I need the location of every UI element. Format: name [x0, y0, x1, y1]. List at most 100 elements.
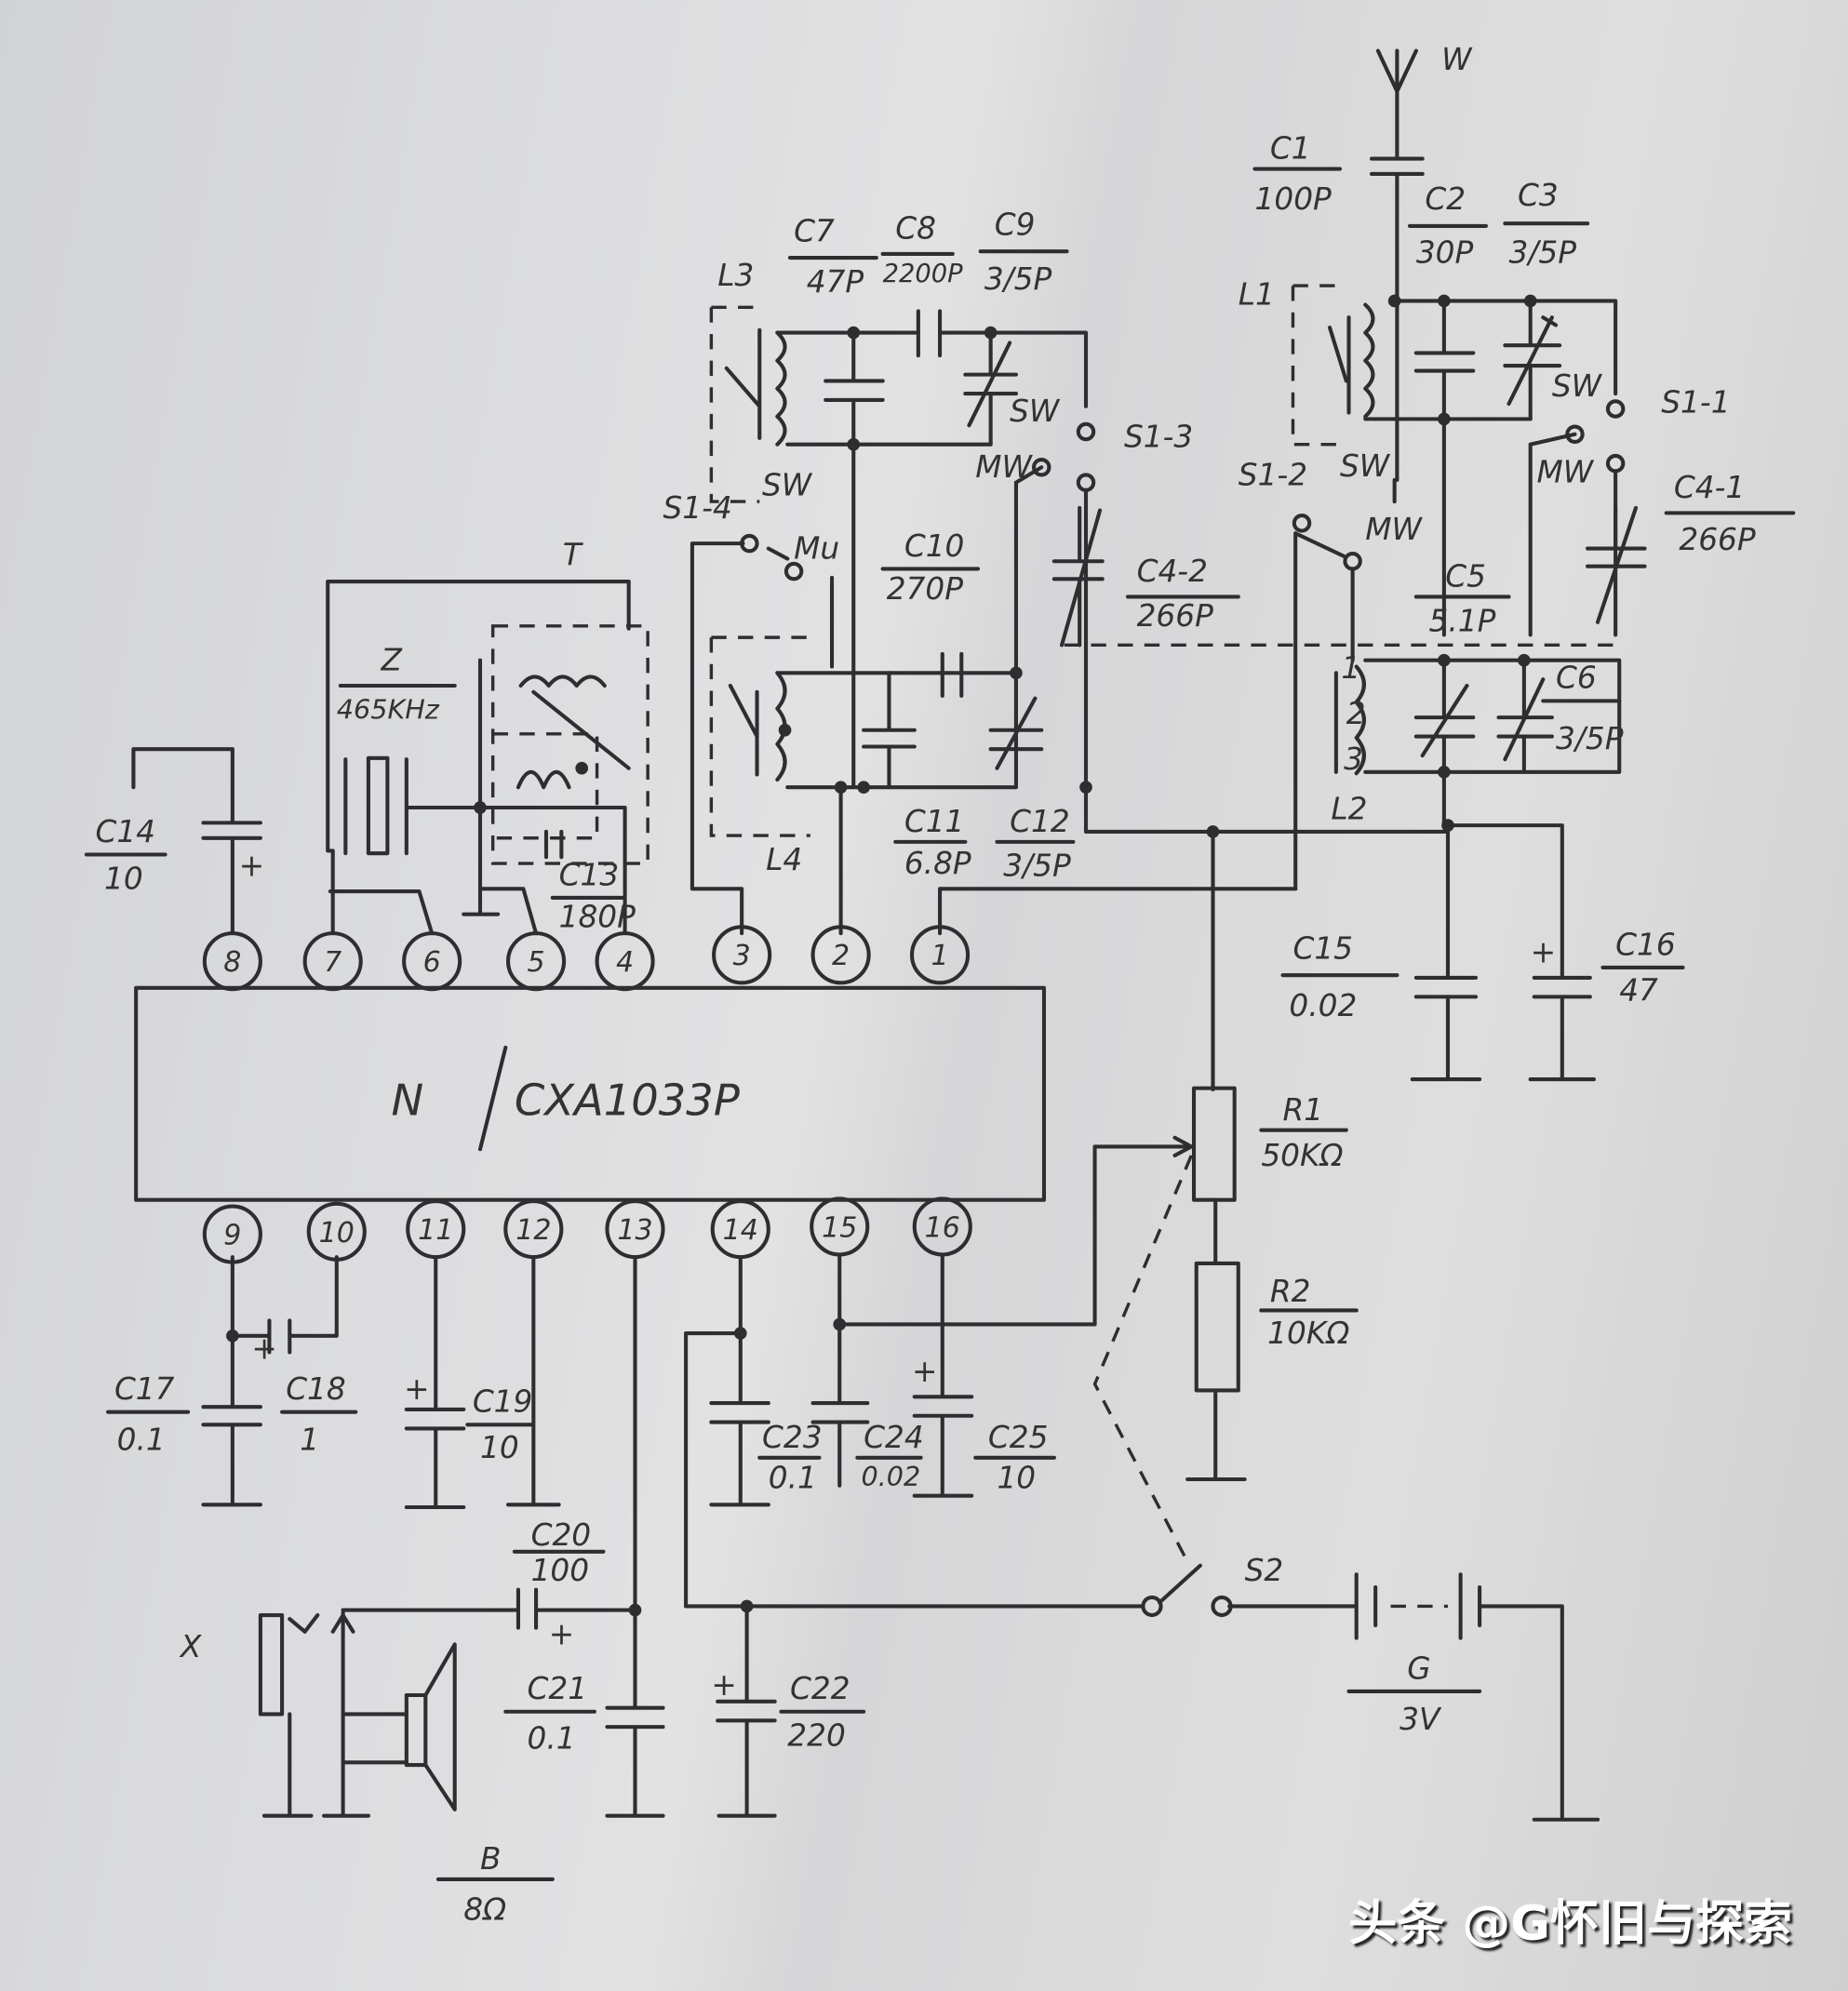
c12-name: C12	[1010, 804, 1070, 839]
c15-name: C15	[1292, 930, 1353, 966]
c8-name: C8	[895, 211, 936, 247]
ic-part: CXA1033P	[515, 1075, 740, 1125]
c1-value: 100P	[1255, 181, 1332, 217]
pin-12: 12	[516, 1214, 551, 1247]
tap-3: 3	[1344, 742, 1363, 777]
l3-label: L3	[717, 258, 754, 293]
mw-label-s1-4: Mu	[794, 531, 839, 567]
c3-name: C3	[1518, 178, 1559, 213]
mw-label-s1-1: MW	[1537, 455, 1595, 490]
c16-plus: +	[1531, 935, 1556, 970]
z-value: 465KHz	[337, 693, 440, 725]
junction-dots	[226, 294, 1537, 1617]
pin-4: 4	[616, 946, 634, 979]
c3-value: 3/5P	[1508, 235, 1576, 271]
c22-value: 220	[787, 1718, 846, 1754]
c19-plus: +	[404, 1371, 429, 1407]
pin-13: 13	[617, 1214, 652, 1247]
pin-6: 6	[423, 946, 441, 979]
c18-plus: +	[251, 1330, 276, 1366]
c14-value: 10	[104, 861, 143, 896]
sw-label-s1-1: SW	[1552, 368, 1603, 404]
if-section-wiring	[131, 541, 1298, 936]
power-wiring	[684, 823, 1600, 1822]
pin-5: 5	[528, 946, 545, 979]
c10-value: 270P	[887, 571, 964, 607]
sw-label-s1-3: SW	[1010, 394, 1061, 429]
c22-plus: +	[711, 1667, 736, 1703]
c4-2-value: 266P	[1137, 598, 1214, 634]
r1-name: R1	[1283, 1092, 1324, 1128]
c21-value: 0.1	[528, 1720, 576, 1756]
pin-8: 8	[223, 946, 241, 979]
ic-ref: N	[391, 1075, 423, 1125]
l4-label: L4	[766, 842, 802, 877]
pin-15: 15	[822, 1211, 857, 1244]
c11-name: C11	[904, 804, 965, 839]
x-label: X	[179, 1629, 203, 1664]
c25-plus: +	[912, 1354, 937, 1389]
c18-value: 1	[300, 1423, 319, 1458]
c4-1-name: C4-1	[1674, 470, 1745, 505]
pin-3: 3	[733, 940, 751, 972]
c7-value: 47P	[807, 264, 864, 300]
pin-2: 2	[832, 940, 850, 972]
c4-2-name: C4-2	[1137, 554, 1208, 589]
input-tank-wiring	[1064, 156, 1647, 891]
c23-value: 0.1	[769, 1461, 817, 1496]
mw-label-s1-2: MW	[1365, 512, 1423, 547]
c9-value: 3/5P	[984, 261, 1052, 297]
tap-1: 1	[1341, 650, 1360, 686]
c9-name: C9	[995, 207, 1036, 242]
c14-name: C14	[95, 814, 155, 849]
c4-1-value: 266P	[1679, 522, 1756, 557]
pin-9: 9	[223, 1220, 241, 1252]
s1-4-label: S1-4	[663, 490, 732, 526]
s2-label: S2	[1245, 1553, 1284, 1588]
pin-1: 1	[931, 940, 949, 972]
c25-value: 10	[997, 1461, 1036, 1496]
pin-16: 16	[925, 1211, 960, 1244]
s1-3-label: S1-3	[1124, 419, 1193, 454]
c25-name: C25	[988, 1420, 1049, 1455]
antenna	[1375, 48, 1418, 161]
c2-name: C2	[1425, 181, 1466, 217]
pin-11: 11	[418, 1214, 453, 1247]
c24-value: 0.02	[861, 1461, 920, 1492]
r1-value: 50KΩ	[1261, 1138, 1343, 1173]
c12-value: 3/5P	[1003, 849, 1071, 884]
pin-10: 10	[319, 1217, 355, 1249]
c6-name: C6	[1556, 661, 1597, 696]
b-name: B	[480, 1841, 501, 1877]
c23-name: C23	[762, 1420, 823, 1455]
b-value: 8Ω	[463, 1892, 506, 1928]
c7-name: C7	[794, 213, 835, 248]
pin-14: 14	[723, 1214, 758, 1247]
l1-label: L1	[1239, 277, 1275, 313]
s1-1-label: S1-1	[1661, 385, 1730, 421]
c10-name: C10	[904, 528, 965, 564]
c20-name: C20	[531, 1517, 592, 1553]
pin-7: 7	[324, 946, 341, 979]
r2-name: R2	[1270, 1274, 1311, 1309]
c19-name: C19	[473, 1384, 533, 1420]
watermark: 头条 @G怀旧与探索	[1348, 1896, 1792, 1952]
c22-name: C22	[790, 1671, 850, 1706]
c21-name: C21	[528, 1671, 588, 1706]
t-label: T	[563, 537, 584, 572]
s1-2-label: S1-2	[1239, 457, 1307, 492]
tap-2: 2	[1346, 696, 1366, 731]
c13-value: 180P	[559, 899, 636, 934]
c20-plus: +	[549, 1616, 574, 1651]
c20-value: 100	[531, 1553, 590, 1588]
c13-name: C13	[559, 857, 620, 892]
ic-pins-bottom: 9 10 11 12 13 14 15 16	[202, 1196, 972, 1264]
ic-cxa1033p: N CXA1033P	[134, 985, 1047, 1202]
c6-value: 3/5P	[1556, 721, 1624, 756]
z-name: Z	[381, 643, 404, 678]
sw-label-s1-2: SW	[1340, 448, 1391, 484]
antenna-label: W	[1441, 42, 1473, 77]
